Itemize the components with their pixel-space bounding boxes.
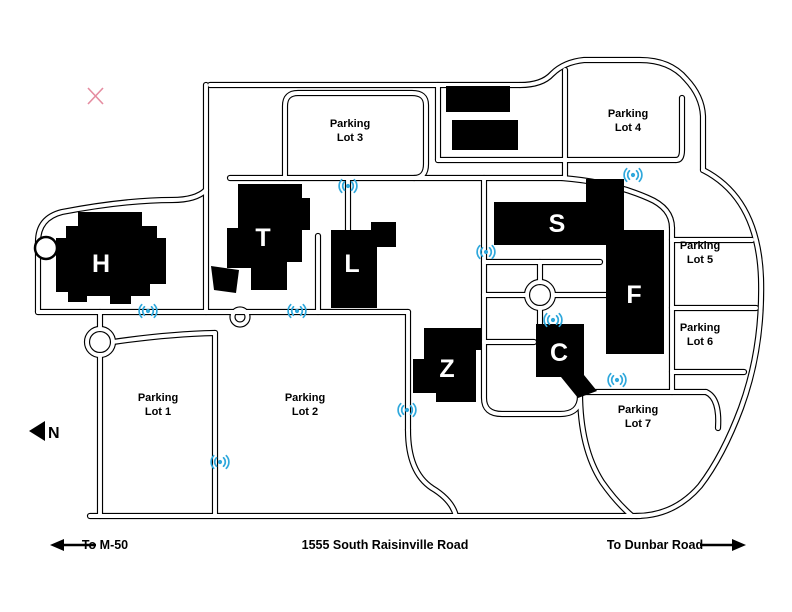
building-s — [494, 179, 624, 245]
road-labels: To M-50 1555 South Raisinville Road To D… — [50, 538, 746, 552]
x-mark-icon — [87, 87, 104, 105]
unlabeled-building-2 — [452, 120, 518, 150]
building-h-label: H — [92, 250, 110, 278]
building-f — [606, 230, 664, 354]
north-compass: N — [29, 421, 60, 442]
building-z — [413, 328, 482, 402]
building-t — [227, 184, 310, 290]
building-l — [331, 222, 396, 308]
building-z-label: Z — [439, 355, 454, 383]
building-f-label: F — [626, 281, 641, 309]
north-label: N — [48, 425, 60, 442]
north-arrow-icon — [29, 421, 45, 441]
road-label-main: 1555 South Raisinville Road — [302, 538, 469, 552]
buildings — [33, 86, 664, 402]
building-c — [536, 324, 597, 398]
wifi-icon — [623, 167, 643, 183]
building-c-label: C — [550, 339, 568, 367]
wifi-icon — [607, 372, 627, 388]
road-label-east: To Dunbar Road — [607, 538, 703, 552]
building-s-label: S — [549, 210, 566, 238]
dome-building — [33, 235, 59, 261]
building-labels: H T L S F Z C — [92, 210, 642, 383]
unlabeled-building-1 — [446, 86, 510, 112]
arrow-right-head-icon — [732, 539, 746, 551]
building-t-label: T — [255, 224, 270, 252]
building-l-label: L — [344, 250, 359, 278]
arrow-left-head-icon — [50, 539, 64, 551]
building-h — [56, 212, 166, 304]
road-label-west: To M-50 — [82, 538, 128, 552]
building-t-annex — [211, 266, 239, 293]
